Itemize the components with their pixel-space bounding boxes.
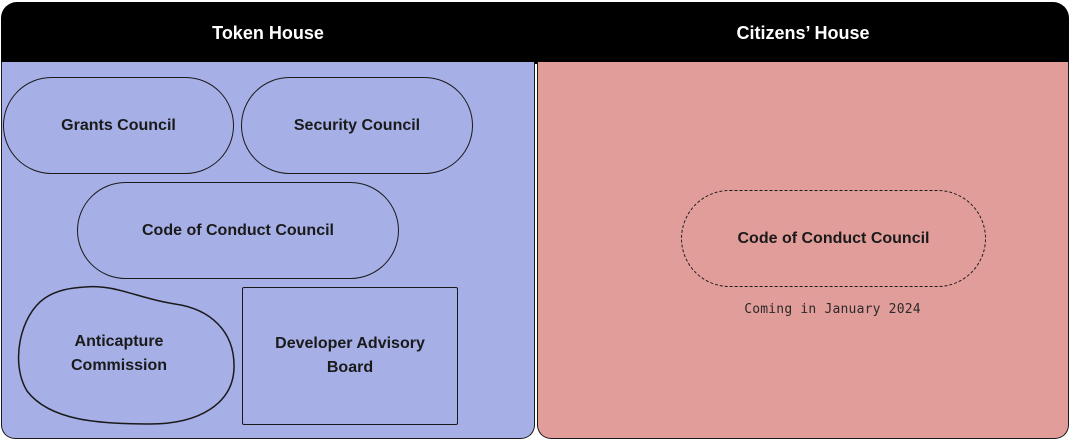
citizens-house-title: Citizens’ House: [736, 23, 870, 43]
blob-shape: [17, 285, 235, 425]
developer-advisory-board-node: Developer Advisory Board: [242, 287, 458, 425]
grants-council-node: Grants Council: [3, 77, 234, 174]
anticapture-commission-node: Anticapture Commission: [15, 283, 237, 425]
token-house-title: Token House: [212, 23, 324, 43]
header-bar: Token House Citizens’ House: [1, 2, 1069, 64]
coming-soon-note: Coming in January 2024: [744, 302, 921, 317]
security-council-node: Security Council: [241, 77, 473, 174]
citizens-code-of-conduct-node: Code of Conduct Council: [681, 190, 986, 287]
code-of-conduct-council-node: Code of Conduct Council: [77, 182, 399, 279]
anticapture-commission-label: Anticapture Commission: [70, 333, 167, 374]
